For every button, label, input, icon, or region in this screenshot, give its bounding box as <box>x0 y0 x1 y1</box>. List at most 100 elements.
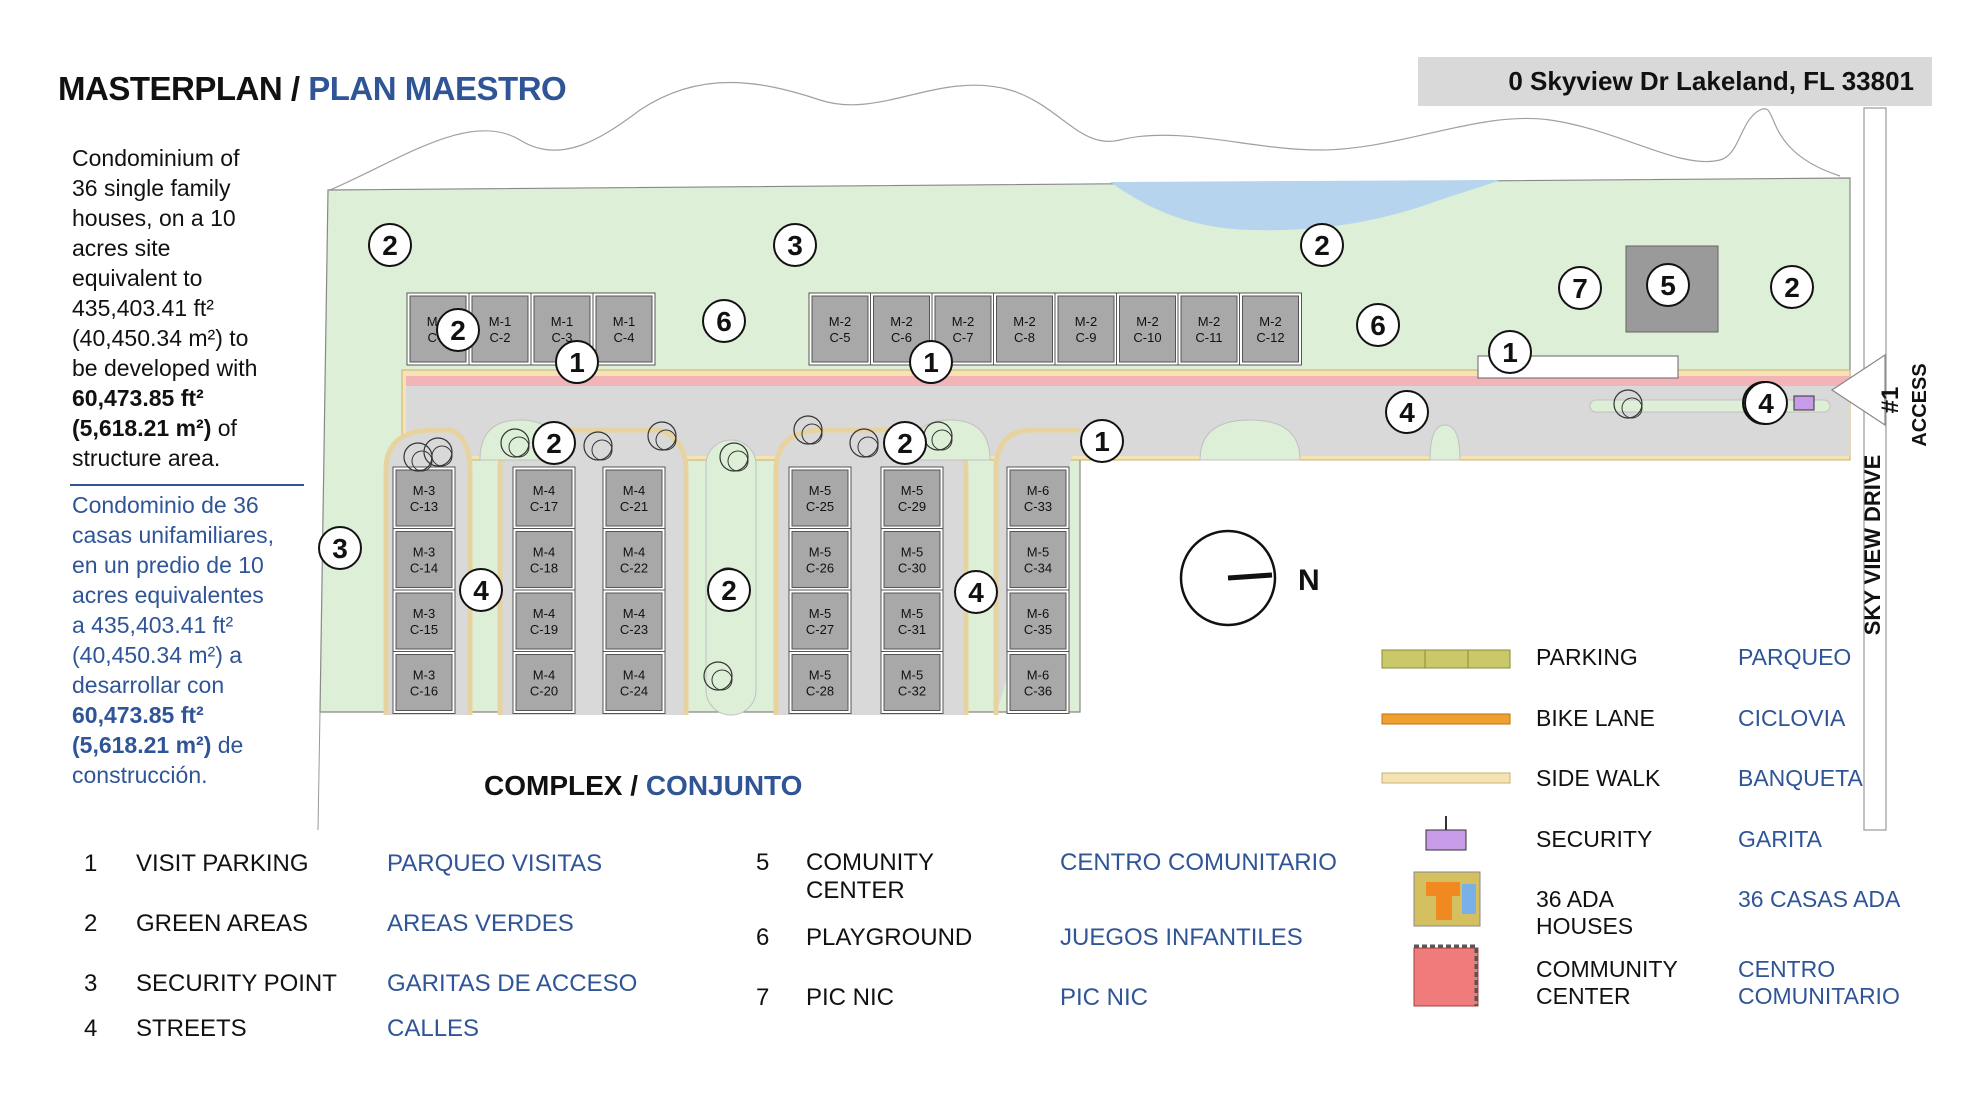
plan-marker-1: 1 <box>909 340 953 384</box>
unit-c-24: M-4C-24 <box>602 651 666 714</box>
unit-module-label: M-2 <box>1259 314 1281 329</box>
tree-icon <box>655 429 677 451</box>
plan-marker-4: 4 <box>459 568 503 612</box>
tree-icon <box>423 437 453 467</box>
plan-marker-label: 1 <box>923 347 939 378</box>
plan-marker-label: 2 <box>1784 272 1800 303</box>
unit-c-13: M-3C-13 <box>392 466 456 530</box>
unit-c-4: M-1C-4 <box>592 292 656 366</box>
plan-marker-label: 3 <box>787 230 803 261</box>
sidewalk-symbol <box>1381 772 1511 784</box>
lake <box>1110 180 1500 231</box>
unit-number-label: C-34 <box>1024 561 1052 576</box>
tree-icon <box>1613 389 1643 419</box>
unit-c-31: M-5C-31 <box>880 589 944 653</box>
unit-number-label: C-29 <box>898 499 926 514</box>
unit-c-33: M-6C-33 <box>1006 466 1070 530</box>
tree-icon <box>411 450 433 472</box>
unit-module-label: M-4 <box>533 545 555 560</box>
plan-marker-label: 1 <box>1094 426 1110 457</box>
plan-marker-1: 1 <box>1488 330 1532 374</box>
tree-icon <box>719 442 749 472</box>
unit-module-label: M-6 <box>1027 483 1049 498</box>
unit-c-12: M-2C-12 <box>1239 292 1302 366</box>
plan-marker-label: 7 <box>1572 273 1588 304</box>
unit-module-label: M-5 <box>901 545 923 560</box>
plan-marker-label: 2 <box>721 575 737 606</box>
plan-marker-1: 1 <box>555 340 599 384</box>
plan-marker-label: 2 <box>897 428 913 459</box>
unit-module-label: M-2 <box>1198 314 1220 329</box>
house-units: M-1C-1M-1C-2M-1C-3M-1C-4M-2C-5M-2C-6M-2C… <box>392 292 1643 714</box>
unit-c-20: M-4C-20 <box>512 651 576 714</box>
plan-marker-2: 2 <box>883 421 927 465</box>
unit-c-19: M-4C-19 <box>512 589 576 653</box>
plan-markers: 2327526611141221342424 <box>318 223 1815 614</box>
unit-module-label: M-2 <box>952 314 974 329</box>
unit-number-label: C-33 <box>1024 499 1052 514</box>
unit-c-28: M-5C-28 <box>788 651 852 714</box>
plan-marker-4: 4 <box>1744 381 1788 425</box>
page-title: MASTERPLAN / PLAN MAESTRO <box>58 70 567 107</box>
unit-module-label: M-4 <box>533 668 555 683</box>
unit-c-17: M-4C-17 <box>512 466 576 530</box>
unit-number-label: C-17 <box>530 499 558 514</box>
plan-marker-label: 1 <box>1502 337 1518 368</box>
plan-marker-label: 6 <box>716 306 732 337</box>
tree-icon <box>1621 397 1643 419</box>
unit-module-label: M-1 <box>613 314 635 329</box>
address-banner: 0 Skyview Dr Lakeland, FL 33801 <box>1418 57 1932 106</box>
unit-number-label: C-4 <box>614 330 635 345</box>
plan-marker-6: 6 <box>702 299 746 343</box>
tree-icon <box>849 428 879 458</box>
unit-number-label: C-11 <box>1195 330 1222 345</box>
unit-module-label: M-1 <box>489 314 511 329</box>
site-boundary-line <box>317 711 321 831</box>
plan-marker-label: 2 <box>1314 230 1330 261</box>
plan-marker-2: 2 <box>1770 265 1814 309</box>
unit-number-label: C-36 <box>1024 684 1052 699</box>
plan-marker-3: 3 <box>318 526 362 570</box>
tree-icon <box>793 415 823 445</box>
bike-lane-symbol <box>1381 713 1511 725</box>
unit-module-label: M-4 <box>623 606 645 621</box>
community-center-symbol <box>1413 944 1479 1007</box>
tree-icon <box>431 445 453 467</box>
unit-number-label: C-2 <box>490 330 511 345</box>
unit-number-label: C-31 <box>898 622 926 637</box>
tree-icon <box>508 436 530 458</box>
unit-c-14: M-3C-14 <box>392 528 456 591</box>
tree-icon <box>711 669 733 691</box>
unit-number-label: C-26 <box>806 561 834 576</box>
unit-module-label: M-5 <box>809 606 831 621</box>
tree-icon <box>591 439 613 461</box>
unit-module-label: M-5 <box>1027 545 1049 560</box>
unit-c-36: M-6C-36 <box>1006 651 1070 714</box>
plan-marker-label: 2 <box>382 230 398 261</box>
unit-module-label: M-3 <box>413 606 435 621</box>
description-divider <box>70 484 304 486</box>
north-label: N <box>1298 564 1320 597</box>
unit-number-label: C-23 <box>620 622 648 637</box>
plan-marker-2: 2 <box>1300 223 1344 267</box>
unit-c-25: M-5C-25 <box>788 466 852 530</box>
bike-lane-main <box>406 376 1850 386</box>
unit-module-label: M-2 <box>1136 314 1158 329</box>
tree-icon <box>500 428 530 458</box>
tree-icon <box>727 450 749 472</box>
plan-marker-1: 1 <box>1080 419 1124 463</box>
plan-marker-label: 3 <box>332 533 348 564</box>
description-spanish: Condominio de 36 casas unifamiliares, en… <box>72 492 274 788</box>
plan-marker-label: 2 <box>546 428 562 459</box>
plan-marker-3: 3 <box>773 223 817 267</box>
north-arrow-needle <box>1227 572 1273 581</box>
unit-number-label: C-12 <box>1256 330 1284 345</box>
unit-number-label: C-24 <box>620 684 648 699</box>
